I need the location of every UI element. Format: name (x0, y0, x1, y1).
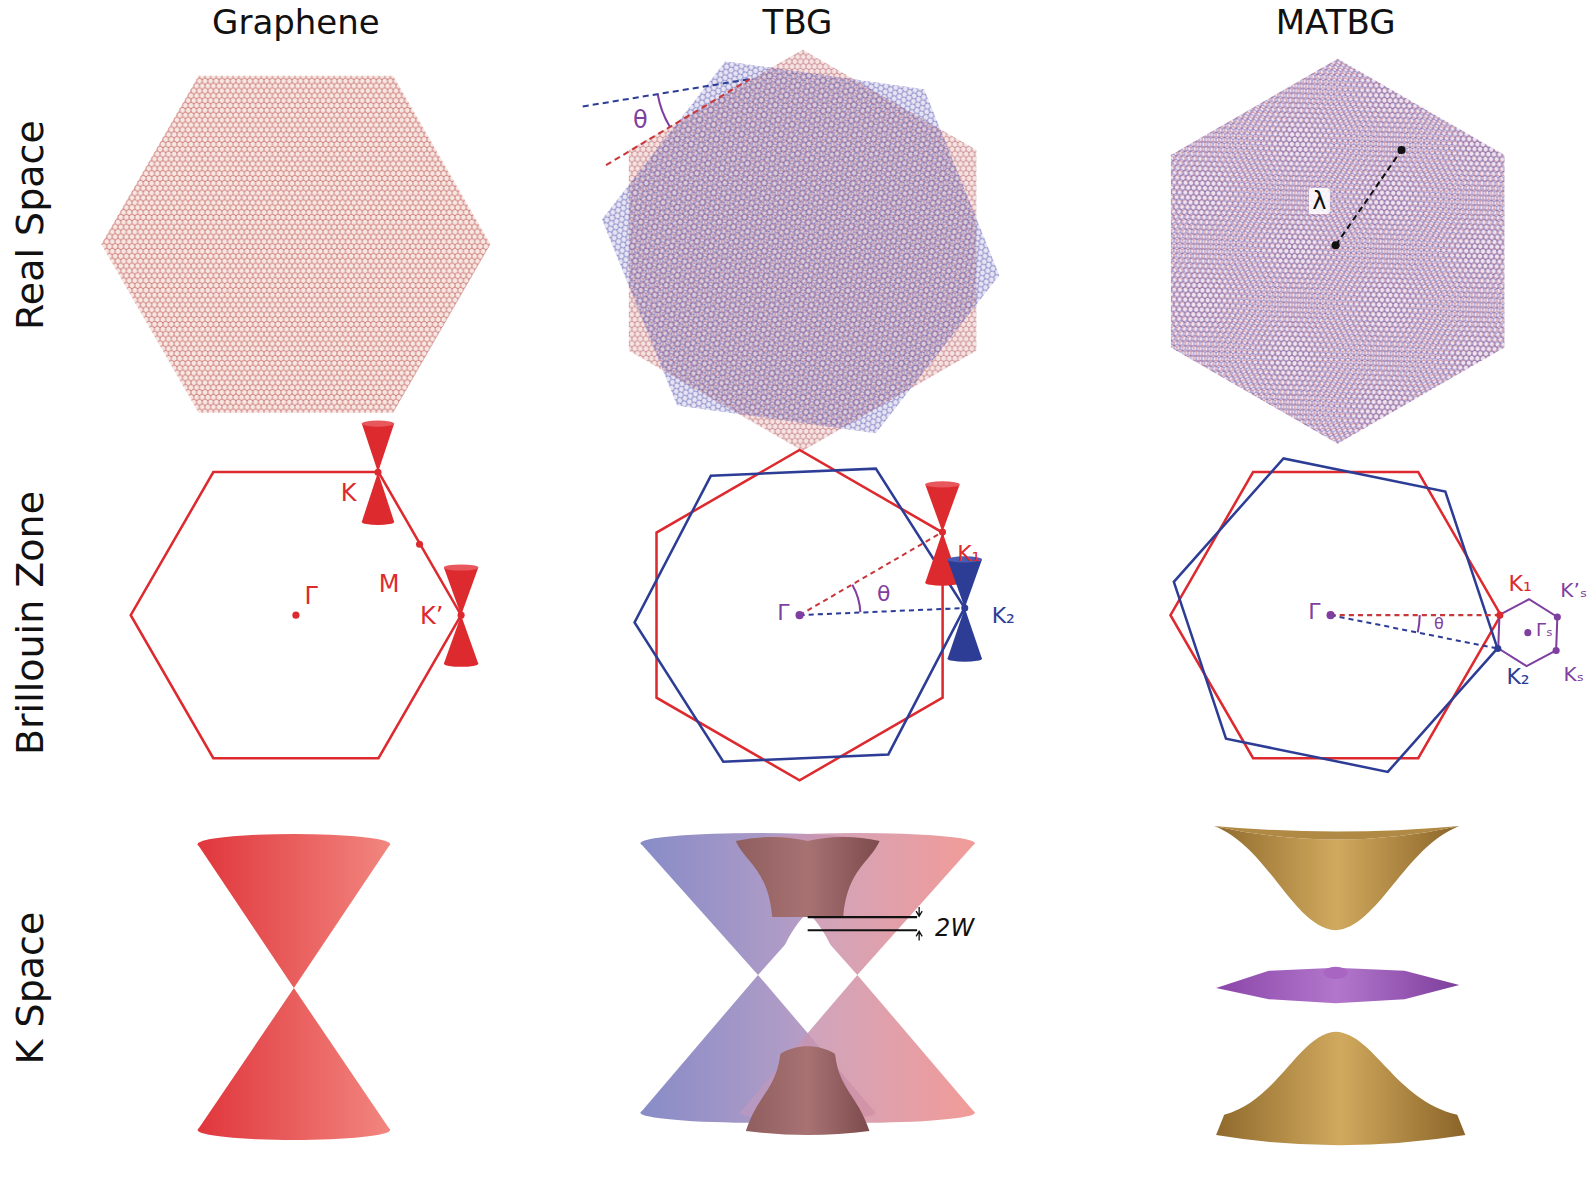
cone-cap (948, 656, 982, 662)
point-label: M (379, 572, 400, 596)
axis-line (1331, 615, 1498, 648)
band-rim (1214, 826, 1459, 840)
point-label: K₁ (957, 543, 980, 565)
symmetry-point (1554, 613, 1561, 620)
moire-sheet (1171, 59, 1504, 444)
dirac-cone (362, 472, 394, 525)
symmetry-point (1494, 645, 1501, 652)
remote-band-lower (1216, 1032, 1465, 1146)
flat-band-lower (746, 1046, 870, 1135)
dirac-cone (362, 421, 394, 473)
point-label: Γₛ (1536, 621, 1553, 639)
cone-cap (362, 421, 394, 427)
wavelength-label: λ (1309, 188, 1329, 214)
angle-arc (1418, 615, 1420, 632)
point-label: Kₛ (1564, 664, 1585, 684)
moire-lattice (1171, 59, 1504, 444)
remote-band-upper (1214, 826, 1459, 930)
gap-arrow (916, 907, 922, 940)
cone-cap (444, 661, 478, 667)
axis-line (606, 79, 750, 165)
column-header: TBG (763, 5, 833, 39)
symmetry-point (796, 611, 804, 619)
wavelength-line (1336, 150, 1402, 245)
symmetry-point (961, 604, 968, 611)
cone-body (444, 615, 478, 664)
cone-upper (198, 844, 391, 988)
dirac-cone (444, 564, 478, 615)
dirac-cone (925, 481, 959, 532)
axis-line (800, 608, 965, 615)
row-header: K Space (11, 912, 49, 1065)
row-header: Real Space (11, 120, 49, 330)
moire-site (1332, 241, 1340, 249)
gap-label: 2W (935, 916, 974, 940)
cone-body (948, 559, 982, 608)
axis-line (1331, 614, 1500, 616)
point-label: K₁ (1508, 573, 1531, 595)
cone-cap (925, 580, 959, 586)
graphene-lattice (101, 76, 490, 413)
angle-label: θ (1434, 616, 1444, 632)
point-label: Γ (777, 602, 789, 624)
cone-body (362, 424, 394, 473)
dirac-cone (198, 834, 391, 1140)
cone-body (948, 608, 982, 659)
symmetry-point (939, 528, 946, 535)
point-label: K (341, 481, 357, 505)
point-label: Γ (1308, 601, 1320, 623)
moire-site (1397, 146, 1405, 154)
cone-cap (925, 481, 959, 487)
brillouin-zone (635, 469, 965, 762)
cone-body (362, 472, 394, 522)
flat-band-bump (1323, 967, 1347, 979)
axis-line (800, 532, 943, 615)
brillouin-zone (131, 472, 461, 758)
gap-line (808, 929, 917, 931)
bottom-layer-lattice (602, 61, 999, 433)
cone-base (198, 1120, 391, 1140)
brillouin-zone (1170, 472, 1500, 758)
point-label: K’ (420, 604, 443, 628)
brillouin-zone (1174, 458, 1498, 771)
row-header: Brillouin Zone (11, 491, 49, 755)
point-label: K’ₛ (1560, 580, 1587, 600)
symmetry-point (374, 469, 381, 476)
bottom-layer-sheet (602, 61, 999, 433)
column-header: Graphene (212, 5, 380, 39)
cone-body (925, 484, 959, 532)
flat-band-upper (736, 837, 880, 917)
cone-body (444, 568, 478, 616)
dirac-cone (948, 608, 982, 662)
symmetry-point (1496, 612, 1503, 619)
cone-cap (198, 834, 391, 854)
cone-cap (362, 519, 394, 525)
graphene-sheet (101, 76, 490, 413)
symmetry-point (1553, 647, 1560, 654)
symmetry-point (292, 612, 299, 619)
moire-lattice (1171, 59, 1504, 444)
cone-cap (444, 564, 478, 570)
dirac-cone (444, 615, 478, 667)
axis-line (583, 79, 750, 106)
scene (101, 50, 1561, 1145)
angle-arc (852, 585, 860, 612)
point-label: K₂ (1506, 666, 1529, 688)
point-label: Γ (304, 584, 317, 608)
symmetry-point (416, 541, 423, 548)
cone-lower (198, 988, 391, 1130)
symmetry-point (1524, 629, 1531, 636)
symmetry-point (458, 612, 465, 619)
column-header: MATBG (1276, 5, 1396, 39)
point-label: K₂ (992, 605, 1015, 627)
symmetry-point (1327, 611, 1335, 619)
angle-arc (658, 94, 670, 126)
angle-label: θ (877, 583, 890, 605)
gap-line (808, 916, 917, 918)
angle-label: θ (630, 107, 651, 133)
moire-brillouin-zone (1498, 599, 1557, 666)
